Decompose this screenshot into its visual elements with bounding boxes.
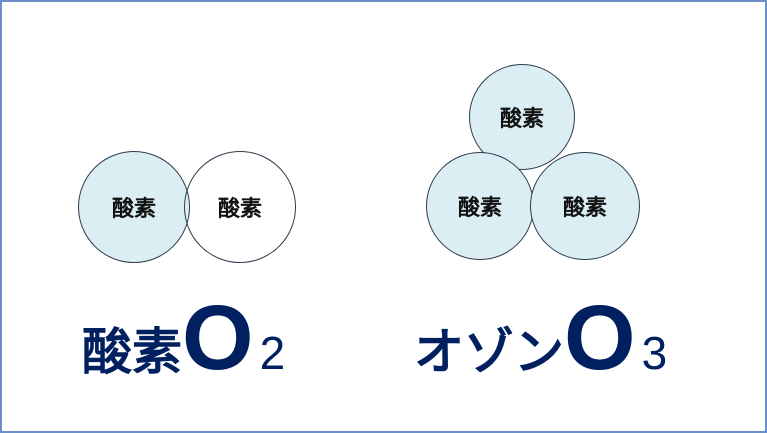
o2-symbol: O	[182, 287, 254, 389]
o3-subscript: 3	[641, 327, 668, 379]
o3-name: オゾン	[414, 323, 564, 381]
o3-atom-bottom-left: 酸素	[426, 152, 534, 260]
o3-symbol: O	[564, 287, 636, 389]
o3-atom-bottom-right: 酸素	[530, 152, 640, 260]
atom-label: 酸素	[111, 197, 156, 222]
atom-label: 酸素	[562, 196, 607, 221]
o2-name: 酸素	[82, 323, 182, 381]
o2-atom-left: 酸素	[78, 151, 190, 263]
o3-formula: オゾン O 3	[414, 292, 667, 384]
atom-label: 酸素	[217, 197, 262, 222]
atom-label: 酸素	[457, 196, 502, 221]
o2-atom-right: 酸素	[184, 151, 296, 263]
o2-subscript: 2	[259, 327, 286, 379]
atom-label: 酸素	[499, 107, 544, 132]
o2-formula: 酸素 O 2	[82, 292, 285, 384]
